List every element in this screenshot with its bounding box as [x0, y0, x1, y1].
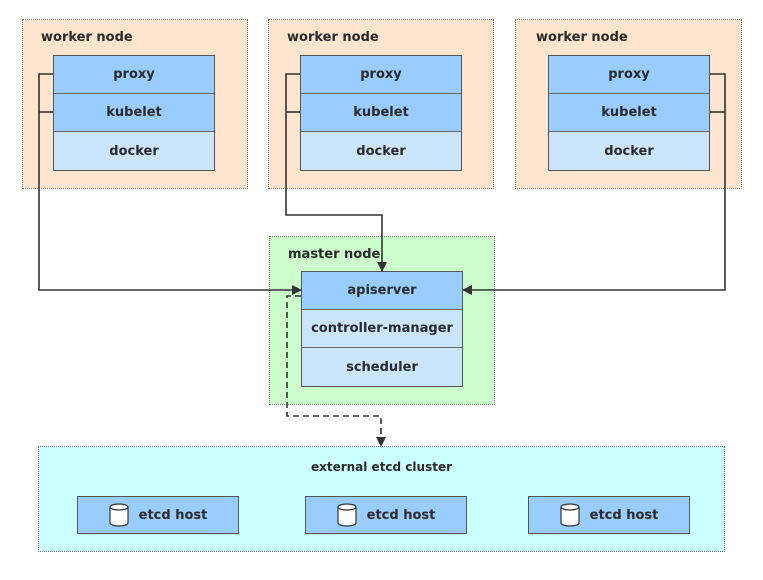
scheduler: scheduler: [302, 348, 462, 386]
etcd-cluster-label: external etcd cluster: [310, 460, 453, 474]
etcd-host-3-label: etcd host: [589, 507, 659, 523]
etcd-host-2: etcd host: [305, 496, 467, 534]
etcd-host-2-label: etcd host: [366, 507, 436, 523]
database-cylinder-icon: [337, 503, 357, 527]
worker-node-2-stack: proxy kubelet docker: [300, 55, 462, 171]
worker-node-1-proxy: proxy: [54, 56, 214, 94]
worker-node-3-kubelet: kubelet: [549, 94, 709, 132]
etcd-host-3: etcd host: [528, 496, 690, 534]
worker-node-1-stack: proxy kubelet docker: [53, 55, 215, 171]
worker-node-1-label: worker node: [41, 30, 133, 45]
master-node-stack: apiserver controller-manager scheduler: [301, 271, 463, 387]
worker-node-2-kubelet: kubelet: [301, 94, 461, 132]
database-cylinder-icon: [109, 503, 129, 527]
worker-node-2-label: worker node: [287, 30, 379, 45]
apiserver: apiserver: [302, 272, 462, 310]
worker-node-2-proxy: proxy: [301, 56, 461, 94]
worker-node-1-docker: docker: [54, 132, 214, 170]
worker-node-1-kubelet: kubelet: [54, 94, 214, 132]
worker-node-3-docker: docker: [549, 132, 709, 170]
database-cylinder-icon: [560, 503, 580, 527]
worker-node-3-stack: proxy kubelet docker: [548, 55, 710, 171]
etcd-host-1-label: etcd host: [138, 507, 208, 523]
worker-node-3-label: worker node: [536, 30, 628, 45]
etcd-host-1: etcd host: [77, 496, 239, 534]
worker-node-3-proxy: proxy: [549, 56, 709, 94]
controller-manager: controller-manager: [302, 310, 462, 348]
worker-node-2-docker: docker: [301, 132, 461, 170]
master-node-label: master node: [288, 247, 381, 262]
